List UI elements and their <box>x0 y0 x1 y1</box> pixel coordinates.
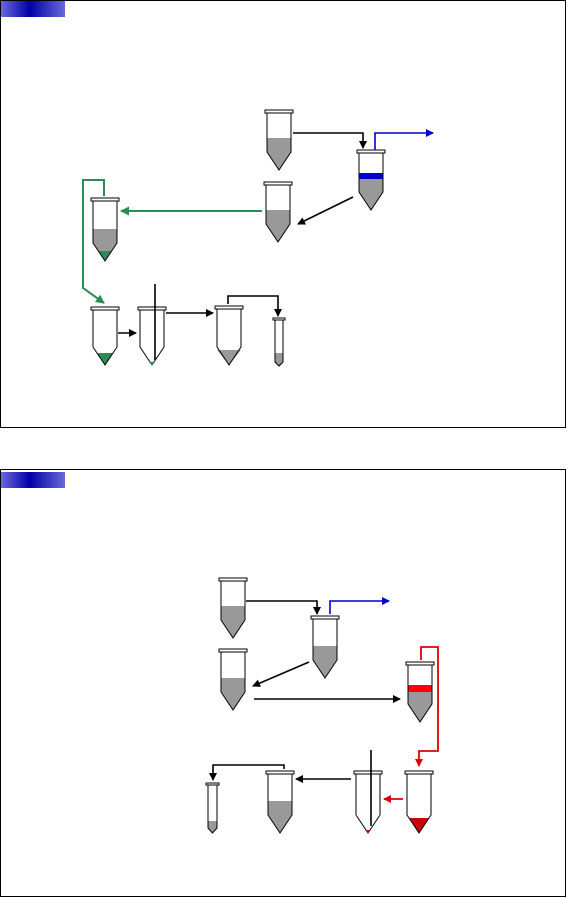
tube-sample-bottom <box>265 770 295 834</box>
tube-green-pellet <box>90 197 120 262</box>
arrow-discard <box>374 129 434 150</box>
tube-sample-top <box>218 577 248 639</box>
tube-sample-middle <box>218 648 248 711</box>
arrow-discard <box>329 597 390 614</box>
arrow-d-to-e <box>82 179 105 304</box>
slide-2-diagram <box>205 577 439 834</box>
tube-red-band <box>405 661 435 723</box>
small-tube <box>205 782 220 834</box>
tube-sample-top <box>264 109 294 171</box>
arrow-a-to-b <box>293 132 367 149</box>
tube-blue-band <box>356 149 386 211</box>
arrow-g-to-h <box>209 764 285 781</box>
arrow-b-to-c <box>252 661 310 687</box>
tube-sample-right <box>310 615 340 679</box>
slide-1-diagram <box>82 109 434 367</box>
tube-sample-bottom <box>214 305 244 366</box>
arrow-d-to-e <box>415 646 439 767</box>
tube-with-pipette <box>137 284 167 366</box>
small-tube <box>272 317 286 367</box>
tube-with-pipette <box>353 750 383 834</box>
arrow-a-to-b <box>246 600 321 615</box>
slide-1-header-tab <box>1 1 65 17</box>
tube-green-pellet-bottom <box>90 306 120 366</box>
slide-2-header-tab <box>1 472 65 488</box>
arrow-b-to-c <box>297 196 354 225</box>
tube-red-pellet <box>404 770 434 834</box>
arrow-g-to-h <box>227 295 282 317</box>
tube-sample-middle <box>263 181 293 243</box>
